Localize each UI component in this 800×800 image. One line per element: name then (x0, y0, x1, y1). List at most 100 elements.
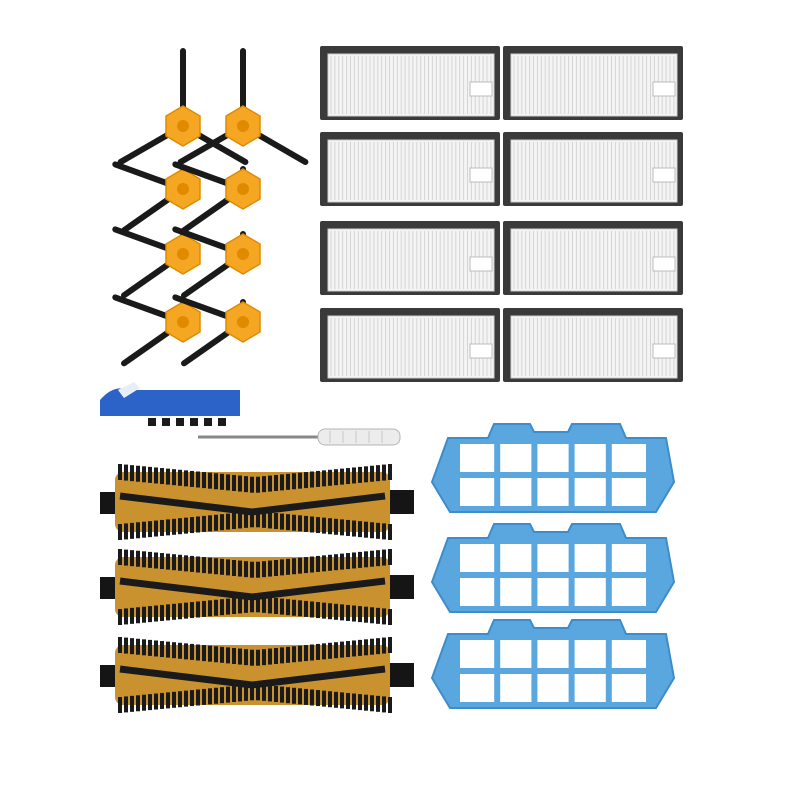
bristle-tuft (196, 644, 200, 661)
bristle-tuft (262, 649, 266, 666)
bristle-tuft (214, 687, 218, 704)
bristle-tuft (256, 561, 260, 578)
bristle-tuft (346, 641, 350, 658)
bristle-tuft (136, 638, 140, 655)
pleated-media (327, 139, 495, 203)
bristle-tuft (340, 604, 344, 621)
bristle-tuft (208, 557, 212, 574)
bristle-tuft (310, 644, 314, 661)
pleated-media (327, 228, 495, 292)
bristle-tuft (304, 600, 308, 617)
pleated-media (510, 53, 678, 117)
bristle-tuft (214, 558, 218, 575)
bristle-tuft (160, 519, 164, 536)
bristle-tuft (148, 639, 152, 656)
bristle-tuft (316, 517, 320, 534)
bristle-tuft (118, 609, 122, 625)
bristle-tuft (202, 688, 206, 705)
bristle-tuft (238, 512, 242, 529)
bristle-tuft (190, 517, 194, 534)
hub-center (177, 316, 189, 328)
bristle-tuft (346, 692, 350, 709)
bristle-tuft (298, 472, 302, 489)
hepa-filter-icon (320, 308, 500, 382)
bristle-tuft (238, 597, 242, 614)
bristle-tuft (358, 606, 362, 623)
bristle-tuft (166, 468, 170, 485)
bristle-tuft (166, 553, 170, 570)
bristle-tuft (172, 642, 176, 659)
bristle-tuft (148, 466, 152, 483)
bristle-tuft (184, 690, 188, 707)
bristle-tuft (172, 554, 176, 571)
tool-bristle (204, 418, 212, 426)
pull-tab (652, 256, 676, 272)
side-brush-group (112, 48, 309, 367)
bristle-tuft (118, 637, 122, 653)
bristle-tuft (382, 637, 386, 654)
hub-center (177, 248, 189, 260)
bristle-tuft (214, 473, 218, 490)
bristle-tuft (226, 686, 230, 703)
bristle-tuft (316, 555, 320, 572)
bristle-tuft (154, 520, 158, 537)
bristle-tuft (256, 596, 260, 613)
bristle-tuft (382, 464, 386, 481)
cleaning-tool-icon (100, 382, 240, 426)
bristle-tuft (298, 645, 302, 662)
bristle-tuft (250, 596, 254, 613)
bristle-tuft (238, 648, 242, 665)
bristle-tuft (382, 523, 386, 540)
bristle-tuft (136, 465, 140, 482)
bristle-tuft (244, 596, 248, 613)
bristle-tuft (202, 472, 206, 489)
bristle-tuft (124, 549, 128, 566)
bristle-tuft (208, 600, 212, 617)
bristle-tuft (316, 602, 320, 619)
bristle-tuft (370, 695, 374, 712)
bristle-tuft (280, 474, 284, 491)
bristle-tuft (286, 687, 290, 704)
bristle-tuft (256, 511, 260, 528)
pull-tab (652, 343, 676, 359)
bristle-tuft (124, 696, 128, 713)
bristle-tuft (340, 692, 344, 709)
bristle-tuft (136, 522, 140, 539)
bristle-tuft (262, 596, 266, 613)
bristle-tuft (346, 468, 350, 485)
pleated-media (327, 53, 495, 117)
bristle-tuft (376, 550, 380, 567)
bristle-tuft (124, 637, 128, 654)
bristle-tuft (160, 641, 164, 658)
bristle-tuft (352, 520, 356, 537)
bristle-tuft (274, 513, 278, 530)
mesh-filter-icon (430, 423, 676, 513)
mesh-filter-icon (430, 619, 676, 709)
bristle-tuft (130, 522, 134, 539)
roller-core (115, 645, 390, 705)
tool-bristle (190, 418, 198, 426)
bristle-tuft (274, 474, 278, 491)
bristle-tuft (376, 465, 380, 482)
bristle-tuft (202, 557, 206, 574)
bristle-tuft (382, 608, 386, 625)
bristle-tuft (268, 685, 272, 702)
bristle-tuft (310, 689, 314, 706)
bristle-tuft (214, 646, 218, 663)
bristle-tuft (118, 549, 122, 565)
roller-brush-icon (100, 637, 414, 713)
bristle-tuft (166, 604, 170, 621)
bristle-tuft (334, 691, 338, 708)
bristle-tuft (262, 561, 266, 578)
bristle-tuft (340, 468, 344, 485)
bristle-tuft (154, 552, 158, 569)
roller-brush-group (100, 464, 414, 713)
bristle-tuft (184, 517, 188, 534)
cleaning-tool-group (100, 382, 240, 426)
bristle-tuft (328, 518, 332, 535)
bristle-tuft (190, 555, 194, 572)
bristle-tuft (250, 476, 254, 493)
hub-center (177, 183, 189, 195)
bristle-tuft (148, 694, 152, 711)
pull-tab (469, 81, 493, 97)
